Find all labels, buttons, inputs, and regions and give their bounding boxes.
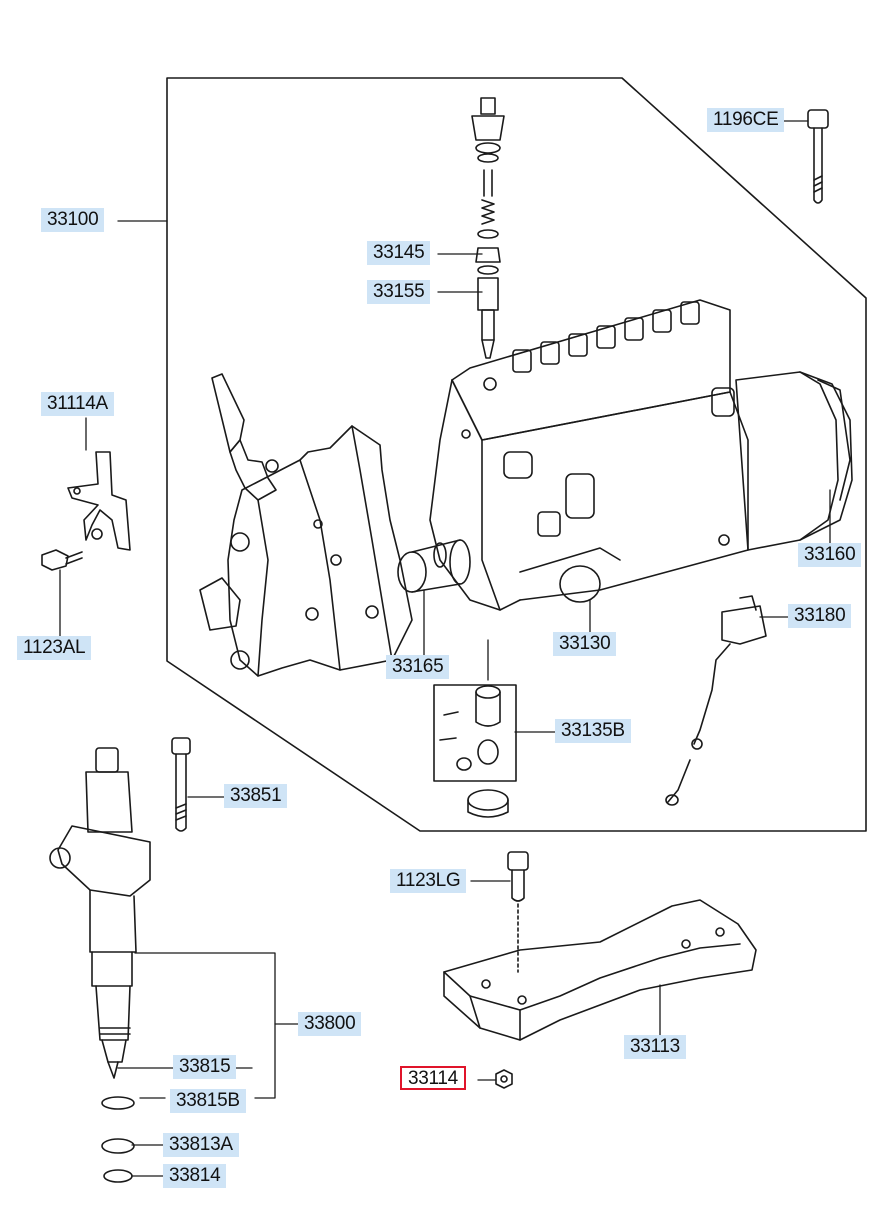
part-label-33130[interactable]: 33130: [553, 632, 617, 656]
bracket-33113: [443, 899, 757, 1041]
feed-pump-kit-33135b: [433, 684, 517, 818]
leader-lines: [59, 120, 831, 1177]
part-label-33814[interactable]: 33814: [163, 1164, 227, 1188]
part-label-33815[interactable]: 33815: [173, 1055, 237, 1079]
injector-assembly-33800: [49, 747, 151, 1183]
bracket-31114a: [67, 451, 131, 551]
part-label-1123lg[interactable]: 1123LG: [390, 869, 467, 893]
delivery-valve-parts: [471, 97, 505, 359]
part-label-33145[interactable]: 33145: [367, 241, 431, 265]
part-label-33114-highlighted[interactable]: 33114: [400, 1066, 466, 1090]
part-label-1123al[interactable]: 1123AL: [17, 636, 92, 660]
part-label-33135b[interactable]: 33135B: [555, 719, 631, 743]
part-label-33851[interactable]: 33851: [224, 784, 288, 808]
solenoid-33180: [665, 595, 767, 806]
part-label-33165[interactable]: 33165: [386, 655, 450, 679]
assembly-boundary: [166, 77, 867, 832]
part-label-33155[interactable]: 33155: [367, 280, 431, 304]
valve-holders: [512, 301, 700, 373]
part-label-1196ce[interactable]: 1196CE: [707, 108, 785, 132]
part-label-33100[interactable]: 33100: [41, 208, 105, 232]
nut-33114: [495, 1069, 513, 1089]
governor-housing: [199, 373, 413, 677]
bolt-1123lg: [507, 851, 529, 973]
bolt-1196ce: [807, 109, 829, 204]
bolt-33851: [171, 737, 191, 832]
injection-pump-body: [429, 299, 749, 611]
part-label-33160[interactable]: 33160: [798, 543, 862, 567]
coupling-33165: [397, 539, 471, 593]
bolt-1123al: [41, 549, 83, 571]
part-label-33815b[interactable]: 33815B: [170, 1089, 246, 1113]
part-label-33800[interactable]: 33800: [298, 1012, 362, 1036]
part-label-33813a[interactable]: 33813A: [163, 1133, 239, 1157]
part-label-31114a[interactable]: 31114A: [41, 392, 114, 416]
end-cover-33160: [735, 371, 853, 551]
part-label-33180[interactable]: 33180: [788, 604, 852, 628]
part-label-33113[interactable]: 33113: [624, 1035, 686, 1059]
